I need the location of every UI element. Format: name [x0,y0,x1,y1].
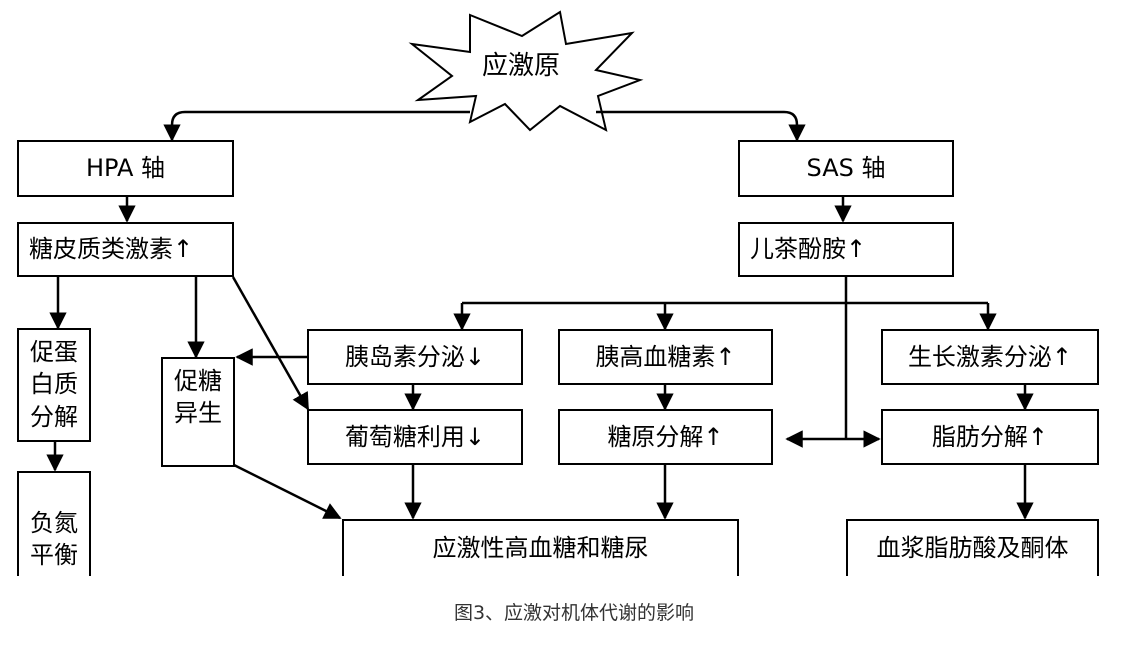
hpa-axis-box: HPA 轴 [17,140,234,197]
glucagon-box: 胰高血糖素↑ [558,329,773,385]
arrow-gluconeo-hyperglycemia [233,463,342,520]
gluconeogenesis-line-2: 异生 [174,399,222,428]
glucocorticoid-label: 糖皮质类激素↑ [29,235,194,264]
lipolysis-box: 脂肪分解↑ [881,409,1099,465]
hyperglycemia-box: 应激性高血糖和糖尿 [342,519,739,576]
hpa-axis-label: HPA 轴 [85,154,166,183]
lipolysis-label: 脂肪分解↑ [931,422,1049,451]
protein-breakdown-box: 促蛋 白质 分解 [17,328,91,442]
growth-hormone-box: 生长激素分泌↑ [881,329,1099,385]
negative-nitrogen-box: 负氮 平衡 [17,471,91,576]
stressor-label: 应激原 [481,51,560,81]
glucose-use-label: 葡萄糖利用↓ [344,422,486,451]
catecholamine-box: 儿茶酚胺↑ [738,222,954,277]
arrow-stressor-hpa [163,110,470,142]
glucagon-label: 胰高血糖素↑ [595,342,736,371]
figure-caption: 图3、应激对机体代谢的影响 [453,602,695,624]
arrow-stressor-sas [596,110,806,142]
catecholamine-label: 儿茶酚胺↑ [750,235,867,264]
hyperglycemia-label: 应激性高血糖和糖尿 [432,534,649,563]
insulin-label: 胰岛素分泌↓ [344,342,486,371]
growth-hormone-label: 生长激素分泌↑ [907,342,1073,371]
stressor-burst [408,10,644,132]
negative-nitrogen-line-2: 平衡 [30,541,78,570]
sas-axis-box: SAS 轴 [738,140,954,197]
gluconeogenesis-box: 促糖 异生 [161,357,235,467]
glucose-use-box: 葡萄糖利用↓ [307,409,523,465]
protein-breakdown-line-3: 分解 [30,402,78,431]
ketones-label: 血浆脂肪酸及酮体 [876,534,1069,563]
insulin-box: 胰岛素分泌↓ [307,329,523,385]
sas-axis-label: SAS 轴 [806,154,886,183]
gluconeogenesis-line-1: 促糖 [174,367,222,395]
protein-breakdown-line-2: 白质 [30,370,78,399]
glycogenolysis-box: 糖原分解↑ [558,409,773,465]
arrow-gc-glucose-use [231,276,310,411]
negative-nitrogen-line-1: 负氮 [30,509,78,537]
glycogenolysis-label: 糖原分解↑ [607,422,724,451]
glucocorticoid-box: 糖皮质类激素↑ [17,222,234,277]
ketones-box: 血浆脂肪酸及酮体 [846,519,1099,576]
protein-breakdown-line-1: 促蛋 [30,338,78,366]
